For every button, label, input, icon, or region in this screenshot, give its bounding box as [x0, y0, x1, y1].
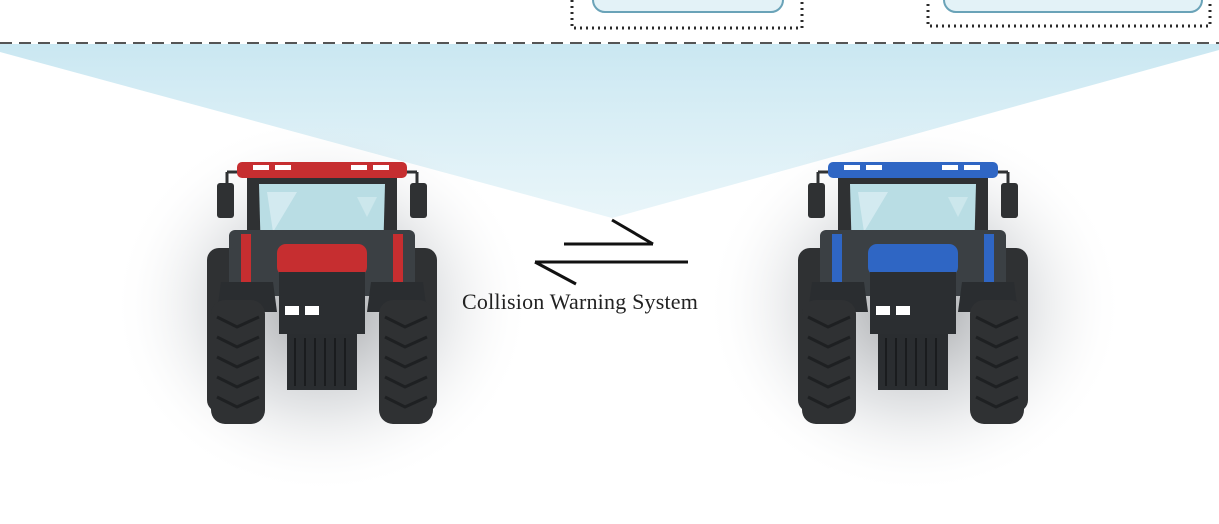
diagram-caption: Collision Warning System	[462, 289, 699, 314]
top-panel-right	[926, 0, 1212, 28]
exchange-arrows-icon	[534, 218, 688, 286]
coverage-beam	[0, 44, 1219, 218]
top-panel-left	[570, 0, 804, 30]
